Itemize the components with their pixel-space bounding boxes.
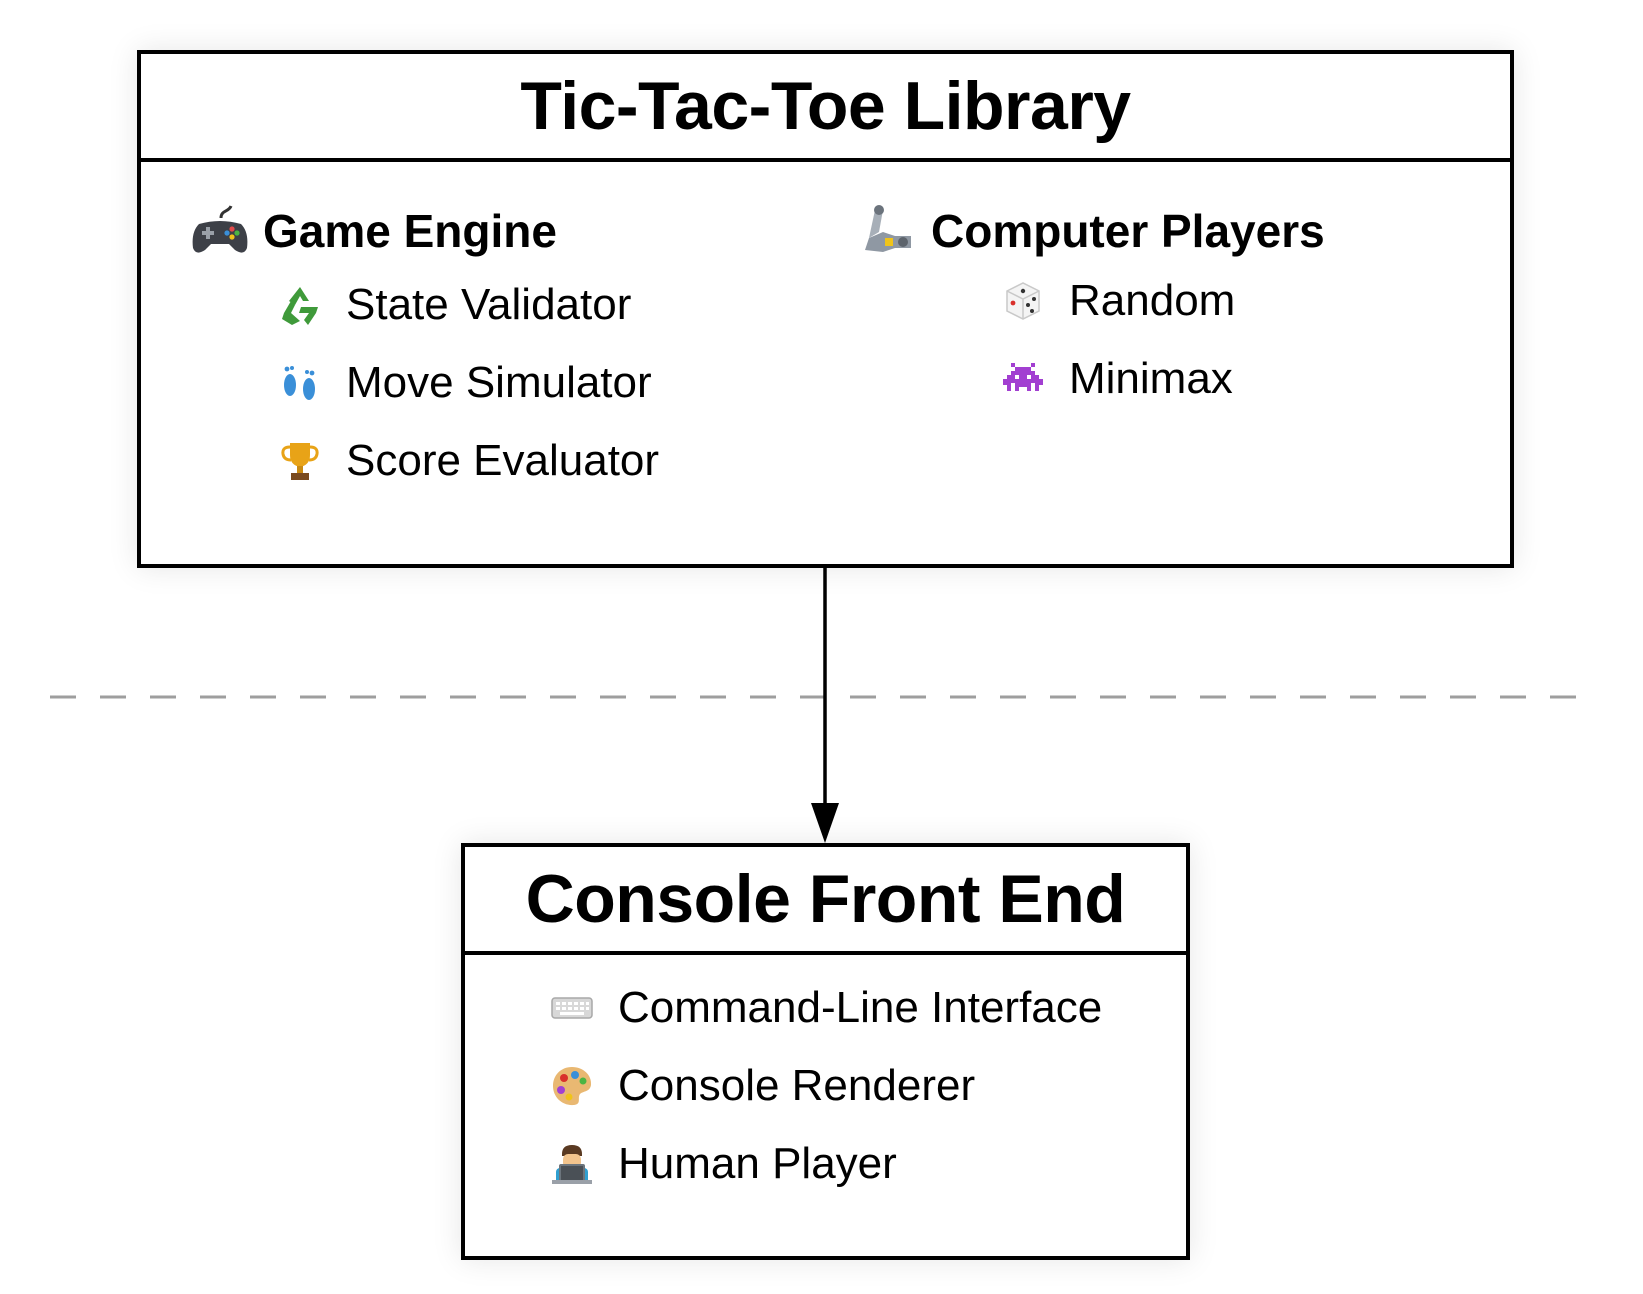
- die-icon: [1006, 282, 1040, 320]
- list-item: State Validator: [278, 280, 631, 330]
- trophy-icon: [281, 443, 319, 480]
- keyboard-icon: [551, 997, 593, 1019]
- list-item: Human Player: [550, 1139, 897, 1189]
- library-box: Tic-Tac-Toe Library Game Engine State Va…: [137, 50, 1514, 568]
- footprints-icon: [284, 366, 315, 400]
- console-front-end-box: Console Front End Command-Line Interface: [461, 843, 1190, 1260]
- computer-players-group-title: Computer Players: [859, 202, 1325, 260]
- game-engine-group-title: Game Engine: [191, 202, 557, 260]
- mechanical-arm-icon: [865, 205, 911, 252]
- list-item: Minimax: [1001, 354, 1233, 404]
- library-title: Tic-Tac-Toe Library: [141, 54, 1510, 162]
- space-invader-icon: [1003, 363, 1043, 391]
- move-simulator-label: Move Simulator: [346, 358, 652, 407]
- list-item: Move Simulator: [278, 358, 652, 408]
- command-line-interface-label: Command-Line Interface: [618, 983, 1103, 1032]
- list-item: Random: [1001, 276, 1235, 326]
- human-player-label: Human Player: [618, 1139, 897, 1188]
- random-label: Random: [1069, 276, 1236, 325]
- score-evaluator-label: Score Evaluator: [346, 436, 660, 485]
- recycle-icon: [282, 287, 318, 325]
- dependency-arrow-head: [811, 803, 839, 843]
- artist-palette-icon: [553, 1067, 592, 1106]
- console-renderer-label: Console Renderer: [618, 1061, 976, 1110]
- state-validator-label: State Validator: [346, 280, 632, 329]
- list-item: Score Evaluator: [278, 436, 659, 486]
- console-front-end-title: Console Front End: [465, 847, 1186, 955]
- list-item: Console Renderer: [550, 1061, 975, 1111]
- list-item: Command-Line Interface: [550, 983, 1102, 1033]
- minimax-label: Minimax: [1069, 354, 1233, 403]
- technologist-icon: [552, 1145, 592, 1184]
- game-controller-icon: [192, 205, 248, 253]
